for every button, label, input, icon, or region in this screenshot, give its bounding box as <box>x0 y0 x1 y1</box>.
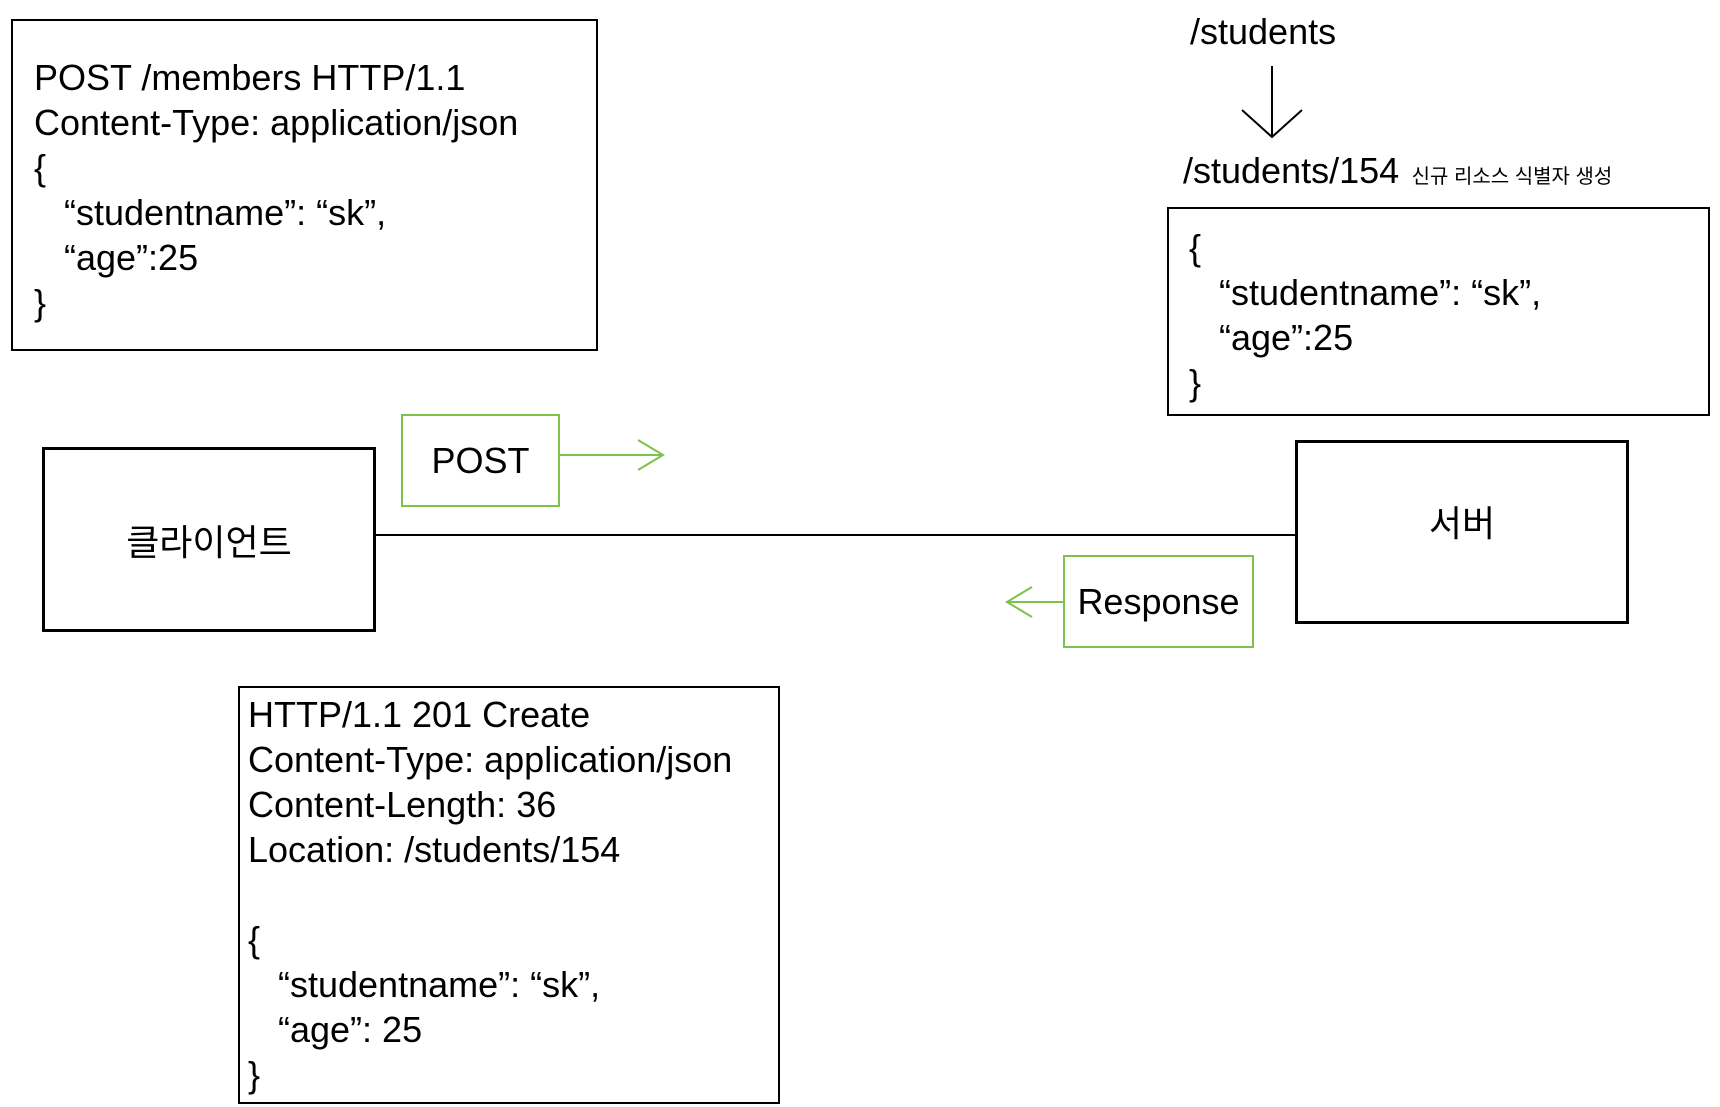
uri-new-resource-row: /students/154 신규 리소스 식별자 생성 <box>1183 146 1612 204</box>
uri-collection-path: /students <box>1190 11 1337 52</box>
request-message-box: POST /members HTTP/1.1 Content-Type: app… <box>11 19 598 351</box>
resource-close-brace: } <box>1189 362 1202 403</box>
response-body-studentname: “studentname”: “sk”, <box>248 964 601 1005</box>
request-body-studentname: “studentname”: “sk”, <box>34 192 387 233</box>
response-message-box: HTTP/1.1 201 Create Content-Type: applic… <box>238 686 780 1104</box>
post-method-label: POST <box>431 439 530 481</box>
server-label: 서버 <box>1428 503 1496 544</box>
response-body-age: “age”: 25 <box>248 1009 423 1050</box>
resource-representation-box: { “studentname”: “sk”, “age”:25 } <box>1167 207 1710 416</box>
client-node: 클라이언트 <box>42 447 376 632</box>
request-body-open-brace: { <box>34 147 47 188</box>
resource-age: “age”:25 <box>1189 317 1354 358</box>
post-arrow <box>558 439 665 471</box>
response-label: Response <box>1077 580 1240 622</box>
request-line: POST /members HTTP/1.1 <box>34 57 466 98</box>
request-body-close-brace: } <box>34 282 47 323</box>
response-status-line: HTTP/1.1 201 Create <box>248 694 591 735</box>
uri-resource-note: 신규 리소스 식별자 생성 <box>1411 166 1613 188</box>
resource-open-brace: { <box>1189 227 1202 268</box>
response-body-open-brace: { <box>248 919 261 960</box>
response-arrow <box>1005 586 1063 618</box>
uri-resource-path: /students/154 <box>1183 150 1400 191</box>
client-label: 클라이언트 <box>126 521 292 563</box>
server-node: 서버 <box>1295 440 1629 624</box>
response-header-location: Location: /students/154 <box>248 829 621 870</box>
uri-transform-arrow <box>1241 66 1303 139</box>
response-header-content-length: Content-Length: 36 <box>248 784 557 825</box>
response-tag: Response <box>1063 555 1254 648</box>
request-header-content-type: Content-Type: application/json <box>34 102 519 143</box>
post-method-tag: POST <box>401 414 560 507</box>
response-header-content-type: Content-Type: application/json <box>248 739 733 780</box>
response-blank-line <box>248 872 778 917</box>
request-body-age: “age”:25 <box>34 237 199 278</box>
resource-studentname: “studentname”: “sk”, <box>1189 272 1542 313</box>
response-body-close-brace: } <box>248 1054 261 1095</box>
